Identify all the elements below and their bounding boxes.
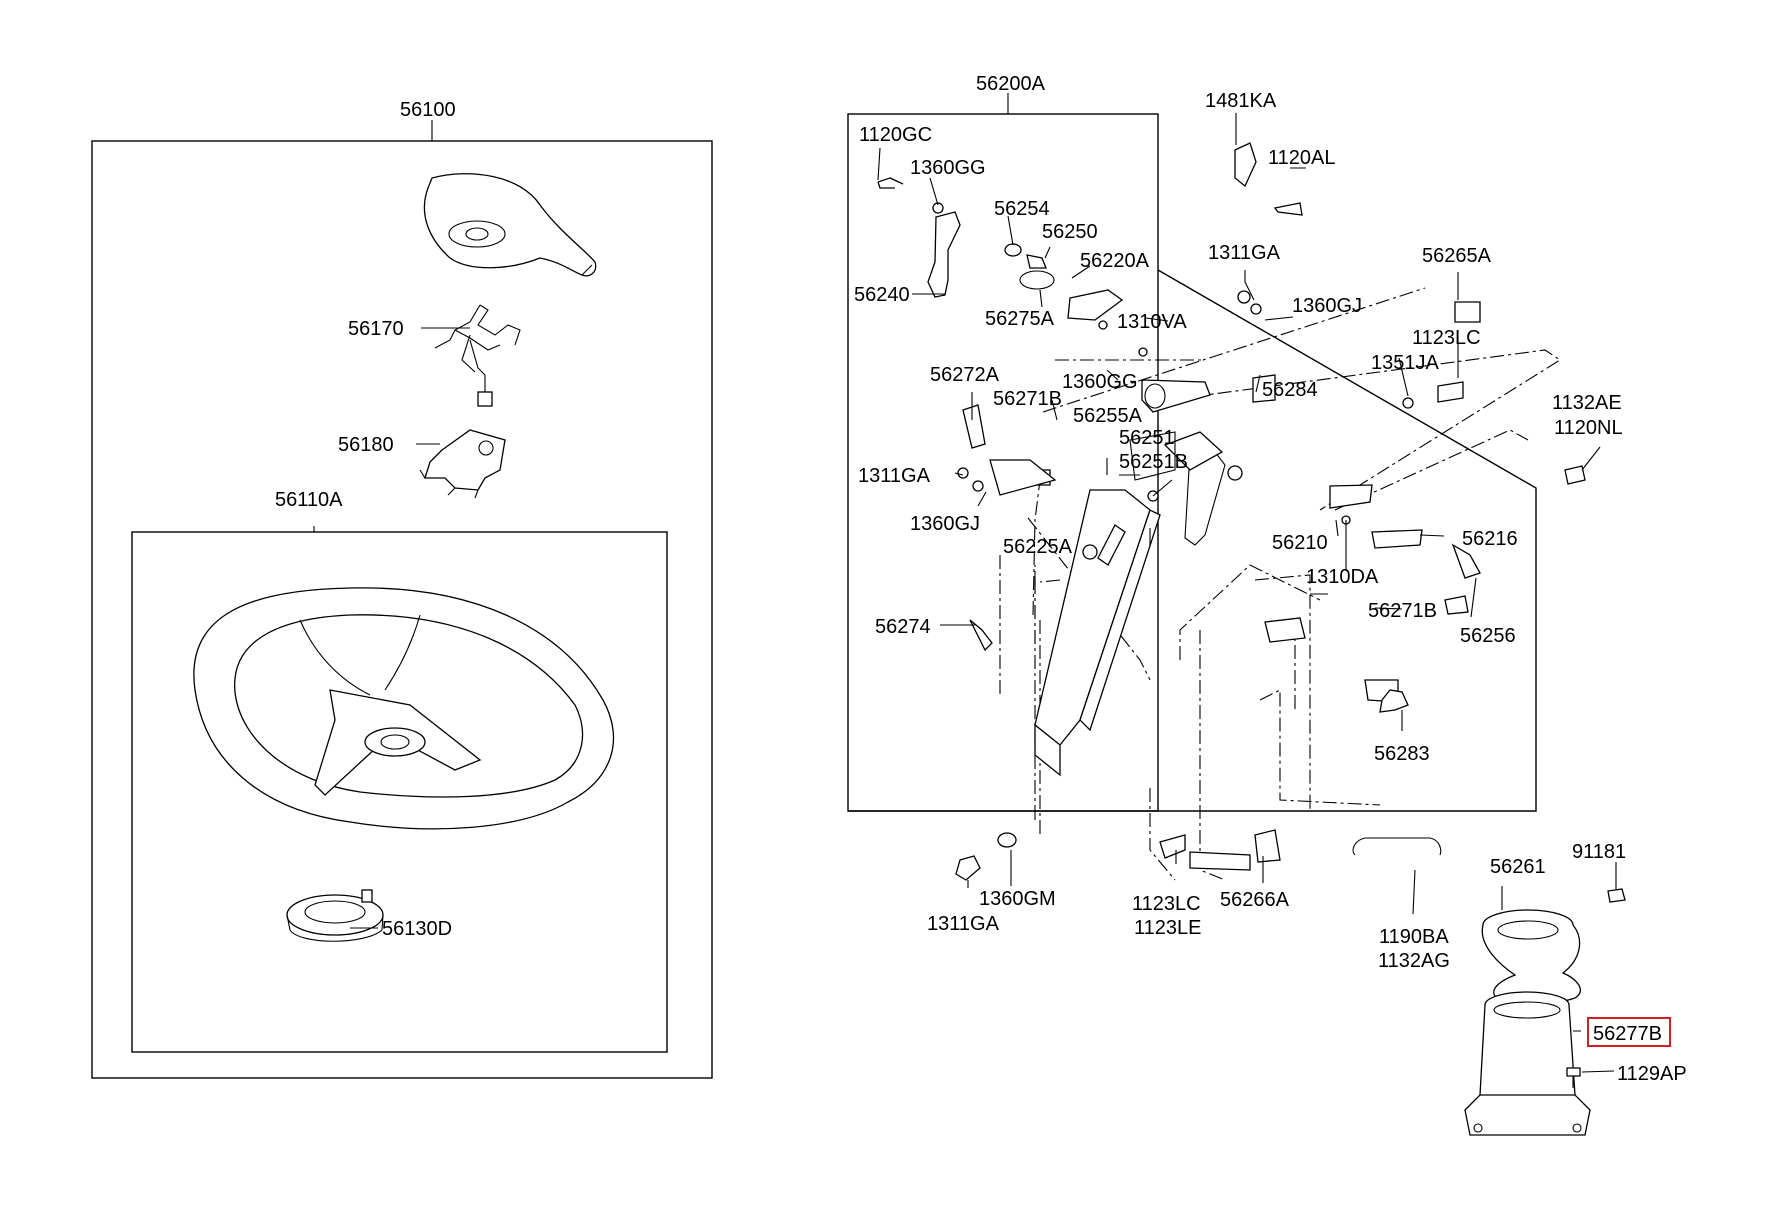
label-56210: 56210 bbox=[1272, 532, 1328, 554]
label-56240: 56240 bbox=[854, 284, 910, 306]
horn-contact-bracket bbox=[434, 304, 521, 407]
boot-56261 bbox=[1481, 909, 1581, 1005]
label-1123le: 1123LE bbox=[1134, 917, 1201, 939]
label-56100: 56100 bbox=[400, 99, 456, 121]
column-cover-56277b bbox=[1464, 991, 1591, 1136]
label-56216: 56216 bbox=[1462, 528, 1518, 550]
slip-ring bbox=[286, 889, 384, 942]
label-56251: 56251 bbox=[1119, 427, 1175, 449]
label-1360gm: 1360GM bbox=[979, 888, 1056, 910]
bottom-fasteners bbox=[955, 829, 1626, 903]
label-56275a: 56275A bbox=[985, 308, 1055, 330]
label-56180: 56180 bbox=[338, 434, 394, 456]
label-56266a: 56266A bbox=[1220, 889, 1290, 911]
label-56130d: 56130D bbox=[382, 918, 452, 940]
label-1120nl: 1120NL bbox=[1554, 417, 1623, 439]
label-1360gj-mid: 1360GJ bbox=[910, 513, 980, 535]
label-56274: 56274 bbox=[875, 616, 931, 638]
label-56250: 56250 bbox=[1042, 221, 1098, 243]
label-91181: 91181 bbox=[1572, 841, 1626, 863]
steering-wheel bbox=[193, 587, 615, 830]
label-56271b-right: 56271B bbox=[1368, 600, 1437, 622]
label-56271b-left: 56271B bbox=[993, 388, 1062, 410]
label-1190ba: 1190BA bbox=[1379, 926, 1449, 948]
label-1129ap: 1129AP bbox=[1617, 1063, 1687, 1085]
horn-pad-cover bbox=[423, 173, 597, 277]
label-1132ag: 1132AG bbox=[1378, 950, 1450, 972]
part-labels: 56100 56170 56180 56110A 56130D 56200A 1… bbox=[275, 73, 1687, 1085]
horn-plate bbox=[419, 429, 506, 499]
label-56256: 56256 bbox=[1460, 625, 1516, 647]
label-1311ga-top: 1311GA bbox=[1208, 242, 1281, 264]
group-box-56100 bbox=[91, 140, 713, 1079]
leader-lines bbox=[313, 93, 1617, 1073]
column-body bbox=[1034, 431, 1243, 777]
label-1120al: 1120AL bbox=[1268, 147, 1335, 169]
highlight-box-56277b bbox=[1587, 1017, 1671, 1047]
label-56277b: 56277B bbox=[1593, 1023, 1662, 1045]
tilt-lever bbox=[927, 211, 961, 298]
label-56110a: 56110A bbox=[275, 489, 343, 511]
label-56272a: 56272A bbox=[930, 364, 1000, 386]
bolt-1129ap bbox=[1566, 1067, 1581, 1088]
label-56225a: 56225A bbox=[1003, 536, 1073, 558]
label-56220a: 56220A bbox=[1080, 250, 1150, 272]
label-1311ga-mid: 1311GA bbox=[858, 465, 931, 487]
label-1123lc-top: 1123LC bbox=[1412, 327, 1481, 349]
label-56261: 56261 bbox=[1490, 856, 1546, 878]
label-1360gj-top: 1360GJ bbox=[1292, 295, 1362, 317]
label-1360gg-top: 1360GG bbox=[910, 157, 986, 179]
label-1123lc-bottom: 1123LC bbox=[1132, 893, 1201, 915]
label-1351ja: 1351JA bbox=[1371, 352, 1439, 374]
label-1132ae: 1132AE bbox=[1552, 392, 1622, 414]
label-56251b: 56251B bbox=[1119, 451, 1188, 473]
label-1360gg-mid: 1360GG bbox=[1062, 371, 1138, 393]
label-56284: 56284 bbox=[1262, 379, 1318, 401]
label-56170: 56170 bbox=[348, 318, 404, 340]
group-box-56200a-lower bbox=[848, 269, 1537, 812]
label-1120gc: 1120GC bbox=[859, 124, 932, 146]
label-56255a: 56255A bbox=[1073, 405, 1143, 427]
group-box-56110a bbox=[131, 531, 668, 1053]
label-1310va: 1310VA bbox=[1117, 311, 1187, 333]
label-1311ga-bottom: 1311GA bbox=[927, 913, 1000, 935]
label-1310da: 1310DA bbox=[1306, 566, 1379, 588]
label-56254: 56254 bbox=[994, 198, 1050, 220]
small-fasteners bbox=[877, 142, 1586, 713]
label-1481ka: 1481KA bbox=[1205, 90, 1277, 112]
label-56200a: 56200A bbox=[976, 73, 1046, 95]
label-56265a: 56265A bbox=[1422, 245, 1492, 267]
label-56283: 56283 bbox=[1374, 743, 1430, 765]
